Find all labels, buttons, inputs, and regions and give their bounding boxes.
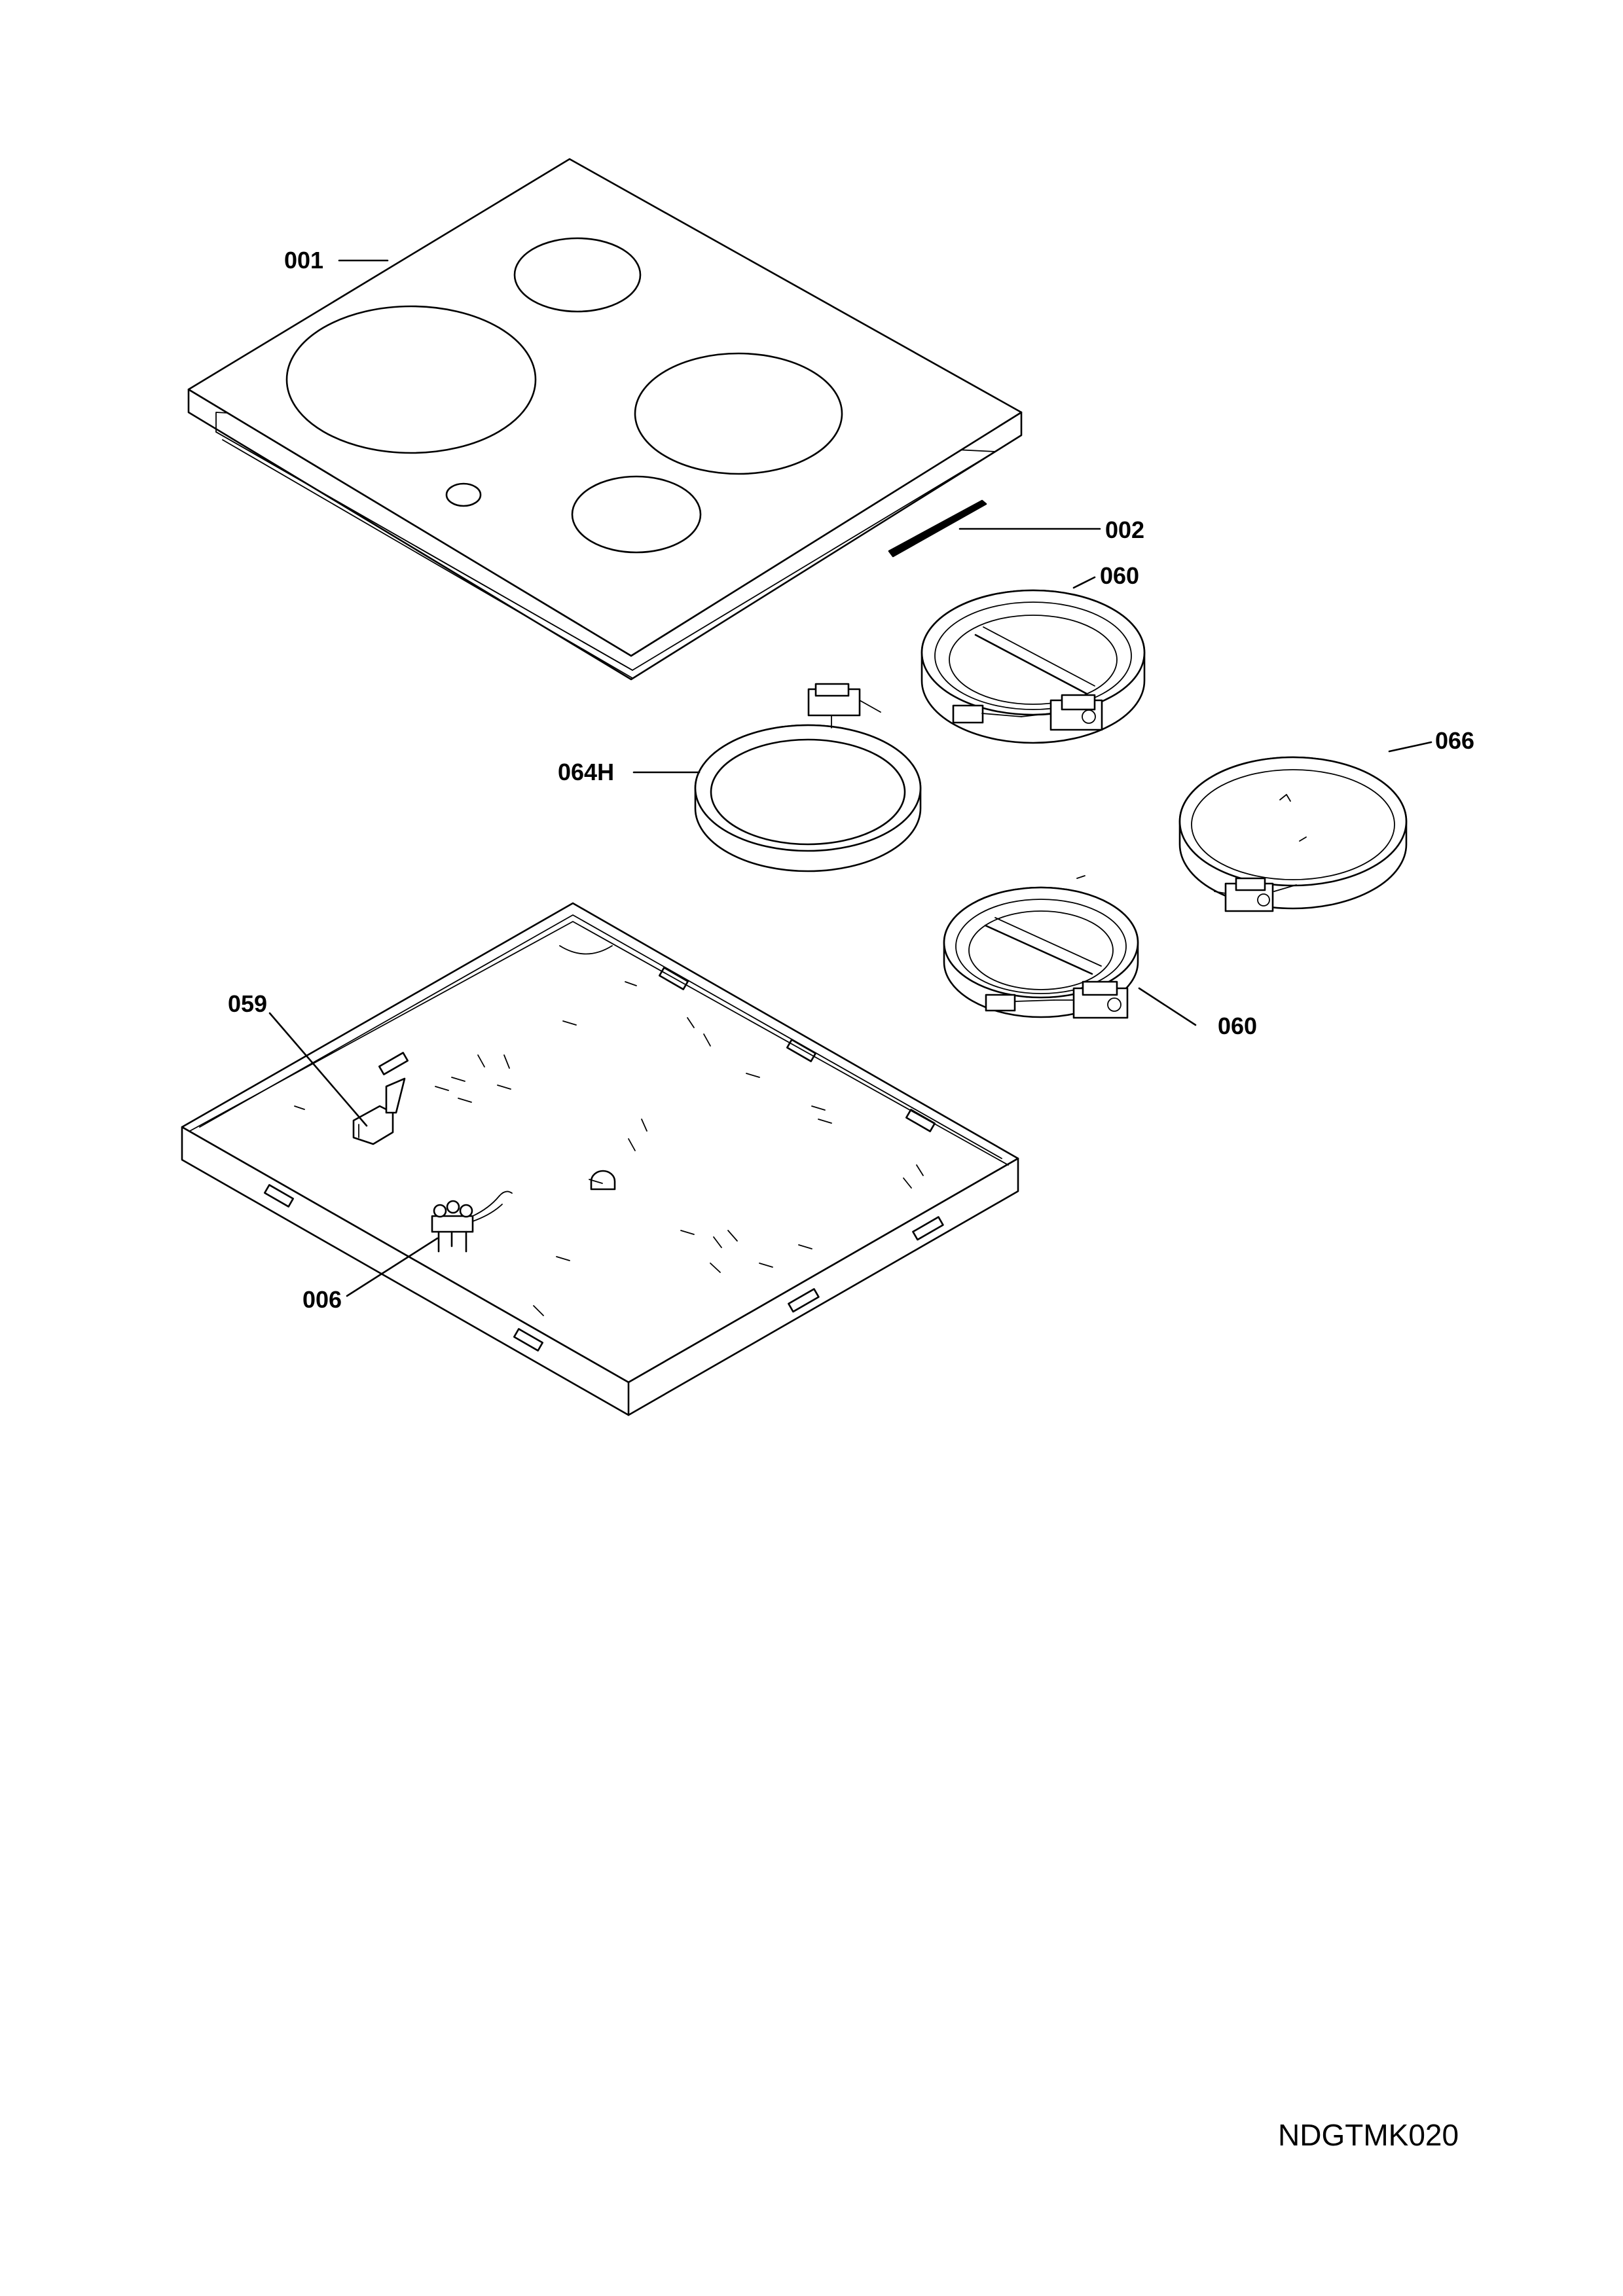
part-label-006: 006 xyxy=(302,1286,342,1313)
radiant-heater-060-lower xyxy=(943,875,1139,1019)
part-label-060-upper: 060 xyxy=(1100,562,1139,589)
drawing-code: NDGTMK020 xyxy=(1278,2118,1459,2152)
heater-ring-064h xyxy=(694,683,922,872)
radiant-heater-066 xyxy=(1178,756,1408,912)
seal-strip xyxy=(888,499,987,558)
terminal-block-006 xyxy=(431,1191,513,1253)
glass-ceramic-top xyxy=(187,158,1023,681)
part-label-066: 066 xyxy=(1435,727,1474,754)
part-label-064h: 064H xyxy=(558,759,614,785)
part-label-002: 002 xyxy=(1105,516,1144,543)
radiant-heater-060-upper xyxy=(921,589,1146,744)
part-label-060-lower: 060 xyxy=(1218,1013,1257,1039)
part-label-059: 059 xyxy=(228,990,267,1017)
part-label-001: 001 xyxy=(284,247,323,274)
bottom-tray xyxy=(181,902,1019,1416)
bracket-059 xyxy=(352,1077,406,1145)
leader-lines xyxy=(268,259,1432,1297)
